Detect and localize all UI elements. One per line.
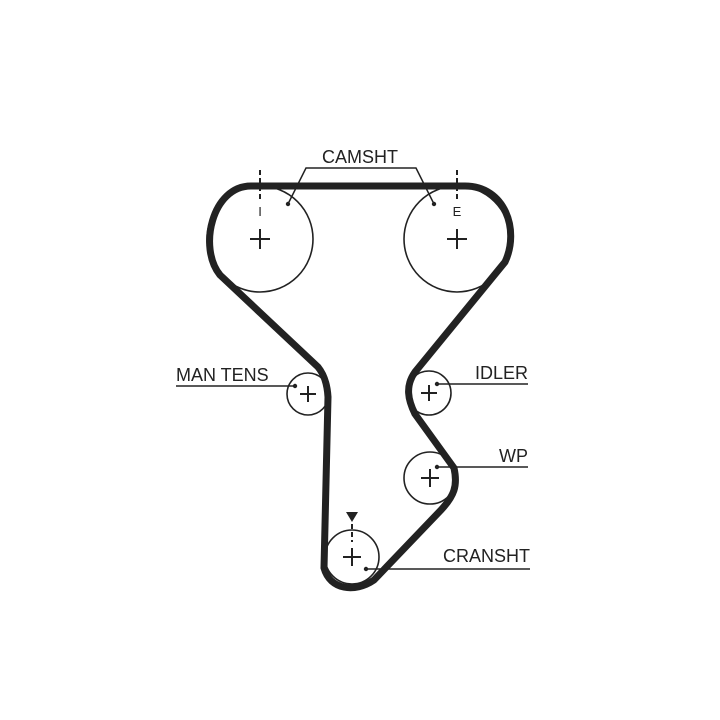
camshaft-leader-lines [287,167,435,205]
crankshaft-arrow-mark [346,512,358,522]
camshaft-intake-leader-dot [285,201,291,207]
intake-mark-label: I [258,204,262,219]
idler-leader-dot [434,381,440,387]
crankshaft-pulley [324,529,380,585]
camshaft-label: CAMSHT [322,147,398,167]
manual-tensioner-leader-dot [292,383,298,389]
crankshaft-label: CRANSHT [443,546,530,566]
crankshaft-leader-dot [363,566,369,572]
camshaft-exhaust-pulley [403,185,511,293]
camshaft-exhaust-leader-dot [431,201,437,207]
water-pump-pulley [403,451,457,505]
exhaust-mark-label: E [453,204,462,219]
timing-belt [206,182,515,592]
manual-tensioner-pulley [286,372,330,416]
manual-tensioner-label: MAN TENS [176,365,269,385]
water-pump-leader-dot [434,464,440,470]
water-pump-label: WP [499,446,528,466]
idler-label: IDLER [475,363,528,383]
